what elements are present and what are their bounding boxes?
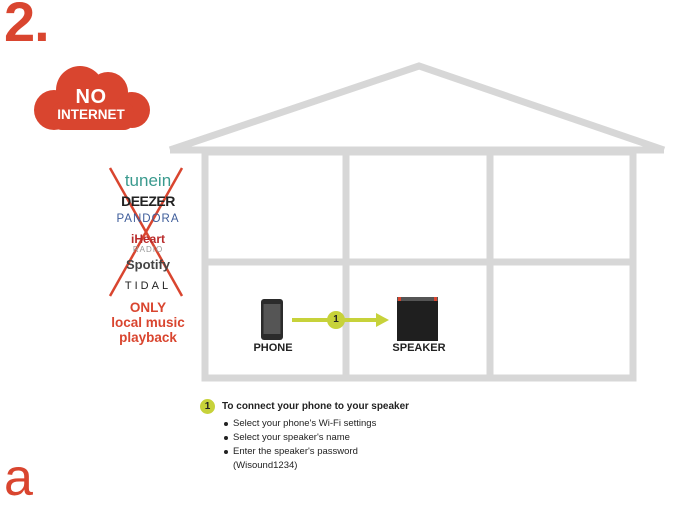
step-number: 2. [4, 0, 50, 53]
instructions-list: Select your phone's Wi-Fi settings Selec… [200, 417, 580, 473]
connection-arrowhead [376, 313, 389, 327]
instruction-step: Enter the speaker's password [224, 445, 580, 459]
tunein-logo: tunein [124, 171, 172, 190]
step-badge: 1 [200, 399, 215, 414]
figure-letter: a [4, 449, 33, 507]
offline-note-line: ONLY [129, 300, 167, 315]
cloud-subtitle: INTERNET [57, 107, 125, 122]
deezer-logo: DEEZER [121, 193, 175, 209]
instructions: 1 To connect your phone to your speaker … [200, 399, 580, 473]
crossed-out-icon [108, 167, 184, 297]
iheartradio-sublabel: RADIO [132, 245, 164, 254]
connection-step-number: 1 [333, 314, 339, 325]
instruction-step: Select your speaker's name [224, 431, 580, 445]
offline-note: ONLY local music playback [100, 300, 196, 345]
phone-icon [261, 299, 283, 340]
iheartradio-logo: iHeart [130, 232, 165, 246]
cloud-icon [34, 66, 150, 130]
cloud-title: NO [75, 86, 107, 108]
tidal-logo: TIDAL [124, 280, 172, 292]
speaker-label: SPEAKER [392, 342, 446, 354]
offline-note-line: playback [119, 330, 177, 345]
phone-label: PHONE [253, 342, 293, 354]
instructions-title: To connect your phone to your speaker [222, 401, 410, 412]
pandora-logo: PANDORA [116, 213, 180, 225]
connection-step-badge [327, 311, 345, 329]
no-internet-cloud: NO INTERNET [28, 62, 154, 138]
instruction-step: Select your phone's Wi-Fi settings [224, 417, 580, 431]
house-roof [168, 62, 666, 154]
instructions-heading: 1 To connect your phone to your speaker [200, 399, 580, 415]
speaker-icon [397, 297, 438, 341]
offline-note-line: local music [111, 315, 185, 330]
password-note: (Wisound1234) [233, 460, 298, 471]
spotify-logo: Spotify [125, 257, 171, 272]
